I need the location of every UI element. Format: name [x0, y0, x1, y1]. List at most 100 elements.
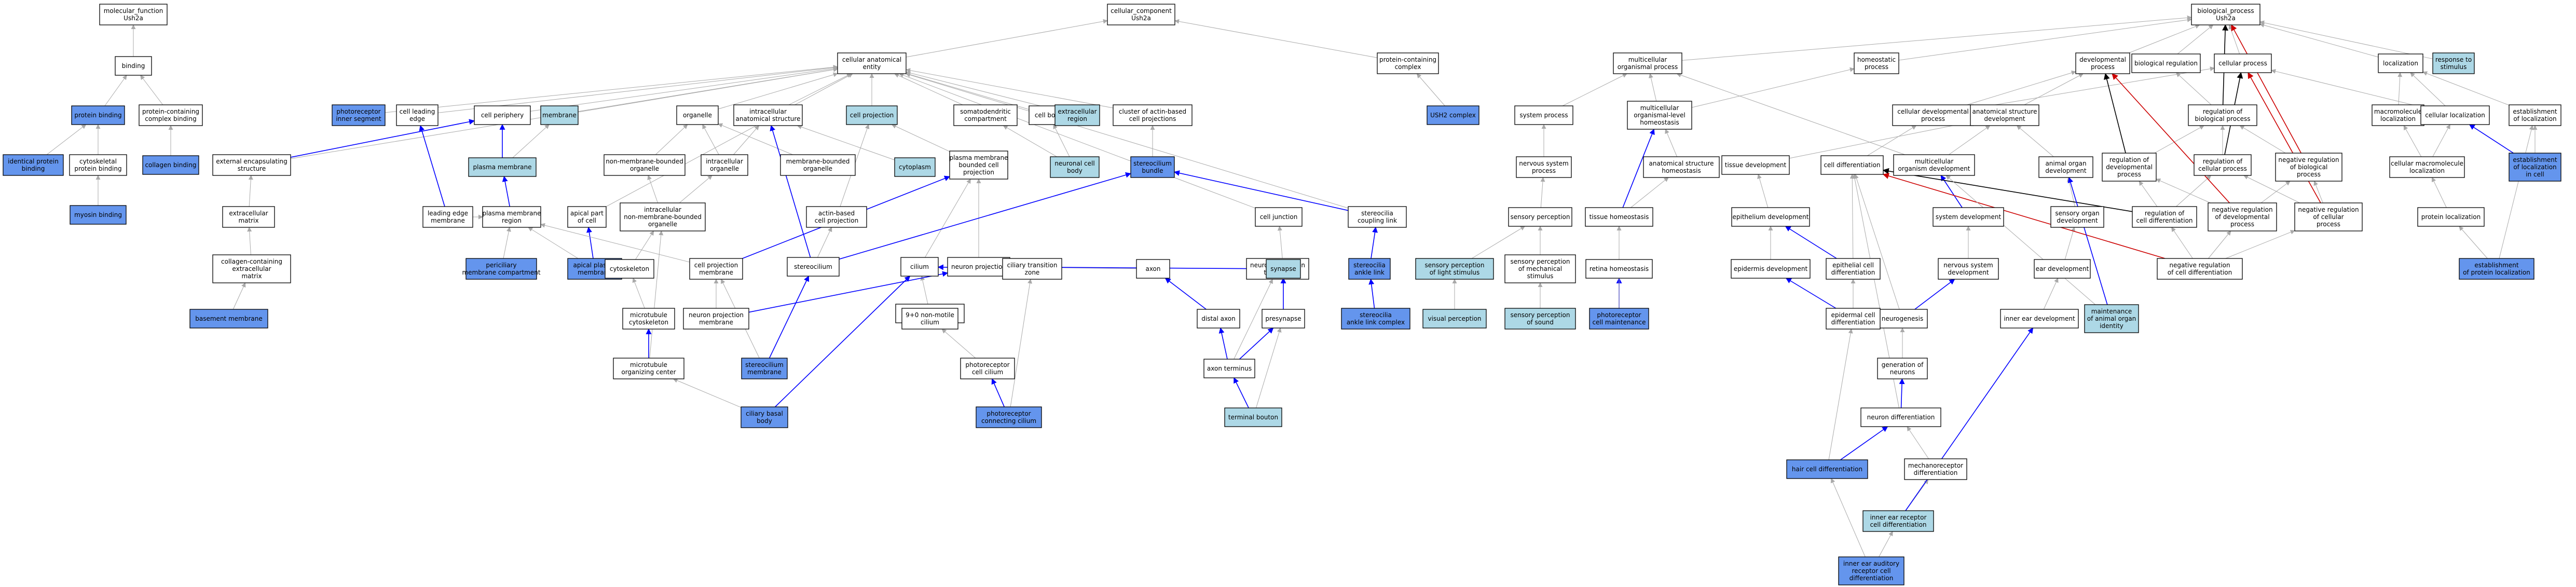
go-term-node-neuronproj[interactable]: neuron projection [947, 257, 1010, 277]
go-term-node-distalaxon[interactable]: distal axon [1197, 309, 1240, 329]
go-term-node-plasmamem[interactable]: plasma membrane [468, 157, 537, 177]
go-term-node-epithdev[interactable]: epithelium development [1731, 207, 1810, 227]
go-term-node-celljunction[interactable]: cell junction [1255, 207, 1303, 227]
go-term-node-cytoskeleton[interactable]: cytoskeleton [605, 259, 654, 279]
go-term-node-presynapse[interactable]: presynapse [1262, 309, 1305, 329]
go-term-node-protbind[interactable]: protein binding [71, 105, 125, 125]
go-term-node-neurondiff[interactable]: neuron differentiation [1860, 407, 1941, 427]
go-term-node-visualperc[interactable]: visual perception [1422, 309, 1487, 329]
go-term-node-termbouton[interactable]: terminal bouton [1224, 407, 1282, 427]
go-term-node-cellproj[interactable]: cell projection [846, 105, 898, 125]
go-term-node-organelle[interactable]: organelle [676, 105, 719, 125]
go-term-node-epidermisdev[interactable]: epidermis development [1731, 259, 1811, 279]
go-term-node-ush2[interactable]: USH2 complex [1427, 105, 1479, 125]
go-term-node-retinahomeo[interactable]: retina homeostasis [1585, 259, 1653, 279]
go-term-node-collbind[interactable]: collagen binding [142, 155, 199, 175]
go-term-node-localization[interactable]: localization [2378, 53, 2423, 73]
go-term-node-cellperiph[interactable]: cell periphery [474, 105, 531, 125]
go-term-node-cytoplasm[interactable]: cytoplasm [894, 157, 936, 177]
go-term-node-cellloc[interactable]: cellular localization [2420, 105, 2490, 125]
go-term-node-celldiff[interactable]: cell differentiation [1820, 155, 1884, 175]
go-term-node-protloc[interactable]: protein localization [2417, 207, 2485, 227]
go-term-node-cilium[interactable]: cilium [900, 257, 939, 277]
go-term-node-bioreg[interactable]: biological regulation [2131, 53, 2201, 73]
go-term-node-haircell[interactable]: hair cell differentiation [1786, 459, 1868, 479]
go-term-node-sensperc[interactable]: sensory perception [1508, 207, 1572, 227]
go-term-node-tissuehomeo[interactable]: tissue homeostasis [1585, 207, 1653, 227]
go-term-node-innereardev[interactable]: inner ear development [2000, 309, 2079, 329]
go-term-node-basement[interactable]: basement membrane [189, 309, 268, 329]
go-term-node-sysdev[interactable]: system development [1933, 207, 2004, 227]
go-term-node-intranmbo[interactable]: intracellularnon-membrane-boundedorganel… [620, 202, 706, 231]
go-term-node-axon[interactable]: axon [1136, 259, 1170, 279]
go-term-node-tissuedev[interactable]: tissue development [1721, 155, 1790, 175]
go-term-node-eardev[interactable]: ear development [2034, 259, 2091, 279]
go-term-node-myosin[interactable]: myosin binding [70, 205, 127, 225]
go-term-node-membrane[interactable]: membrane [540, 105, 579, 125]
go-term-node-stereocilium[interactable]: stereocilium [787, 257, 840, 277]
go-term-node-axonterm[interactable]: axon terminus [1203, 359, 1255, 378]
